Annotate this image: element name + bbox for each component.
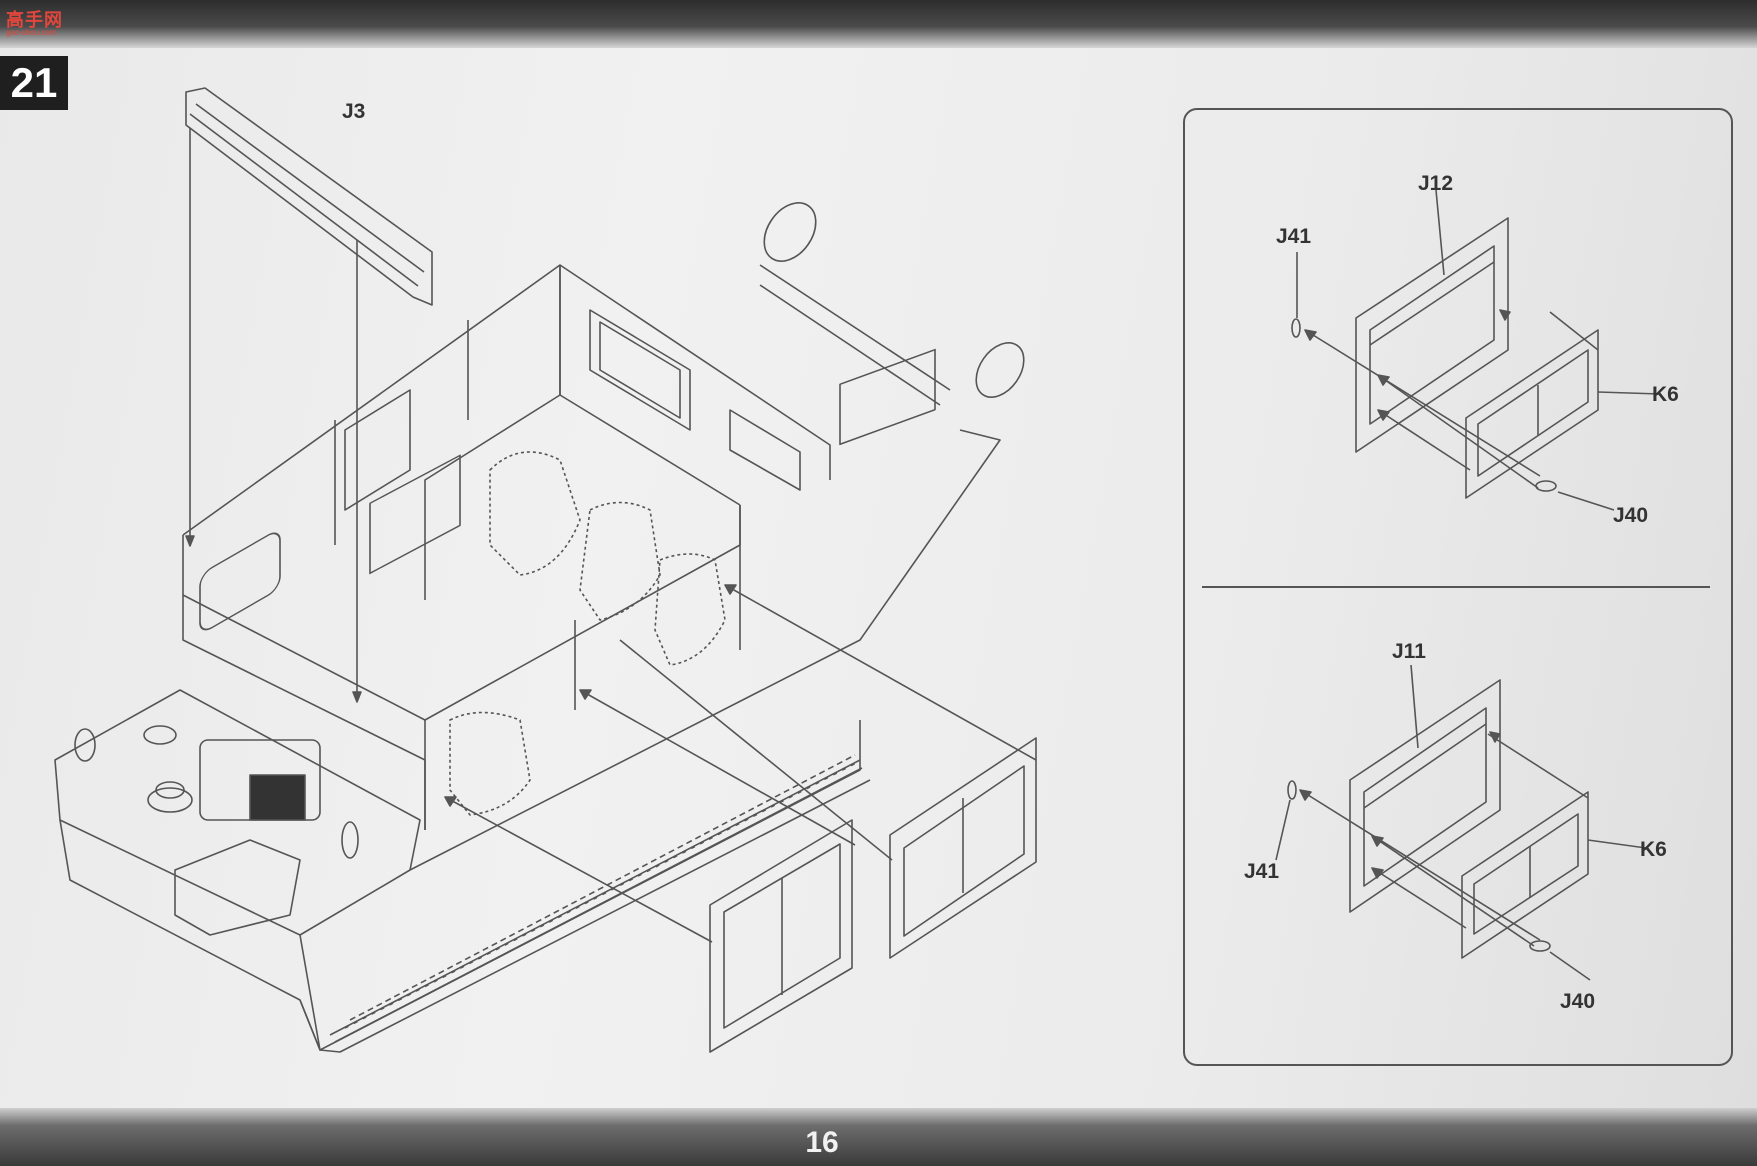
part-j3-drawing	[185, 87, 433, 306]
label-k6-bottom: K6	[1640, 838, 1667, 861]
site-watermark: 高手网 gao-shou.com	[6, 6, 70, 40]
inset-divider	[1202, 586, 1710, 588]
frame-j12-drawing	[1355, 217, 1509, 453]
label-k6-top: K6	[1652, 383, 1679, 406]
bottom-shadow-band	[0, 1108, 1757, 1166]
watermark-sub: gao-shou.com	[6, 28, 57, 37]
frame-j11-drawing	[1349, 679, 1501, 913]
part-j41-top	[1291, 318, 1301, 338]
top-shadow-band	[0, 0, 1757, 48]
mirror-drawing	[759, 202, 1025, 446]
part-j41-bottom	[1287, 780, 1297, 800]
detail-inset-frame	[1183, 108, 1733, 1066]
label-j40-bottom: J40	[1560, 990, 1596, 1013]
label-j3: J3	[342, 100, 366, 123]
label-j11: J11	[1392, 640, 1426, 663]
watermark-text: 高手网	[6, 10, 63, 30]
page-number: 16	[805, 1126, 839, 1159]
cab-frame-drawing	[182, 264, 831, 830]
hull-drawing	[54, 429, 1001, 1053]
step-number-badge: 21	[0, 56, 68, 110]
label-j41-top: J41	[1276, 225, 1312, 248]
label-j12: J12	[1418, 172, 1454, 195]
window-k6-top-drawing	[1465, 329, 1599, 499]
part-j40-bottom	[1529, 940, 1551, 952]
part-j40-top	[1535, 480, 1557, 492]
door-panel-left	[709, 819, 853, 1053]
door-panel-right	[889, 737, 1037, 959]
label-j41-bottom: J41	[1244, 860, 1280, 883]
window-k6-bottom-drawing	[1461, 791, 1589, 959]
label-j40-top: J40	[1613, 504, 1649, 527]
